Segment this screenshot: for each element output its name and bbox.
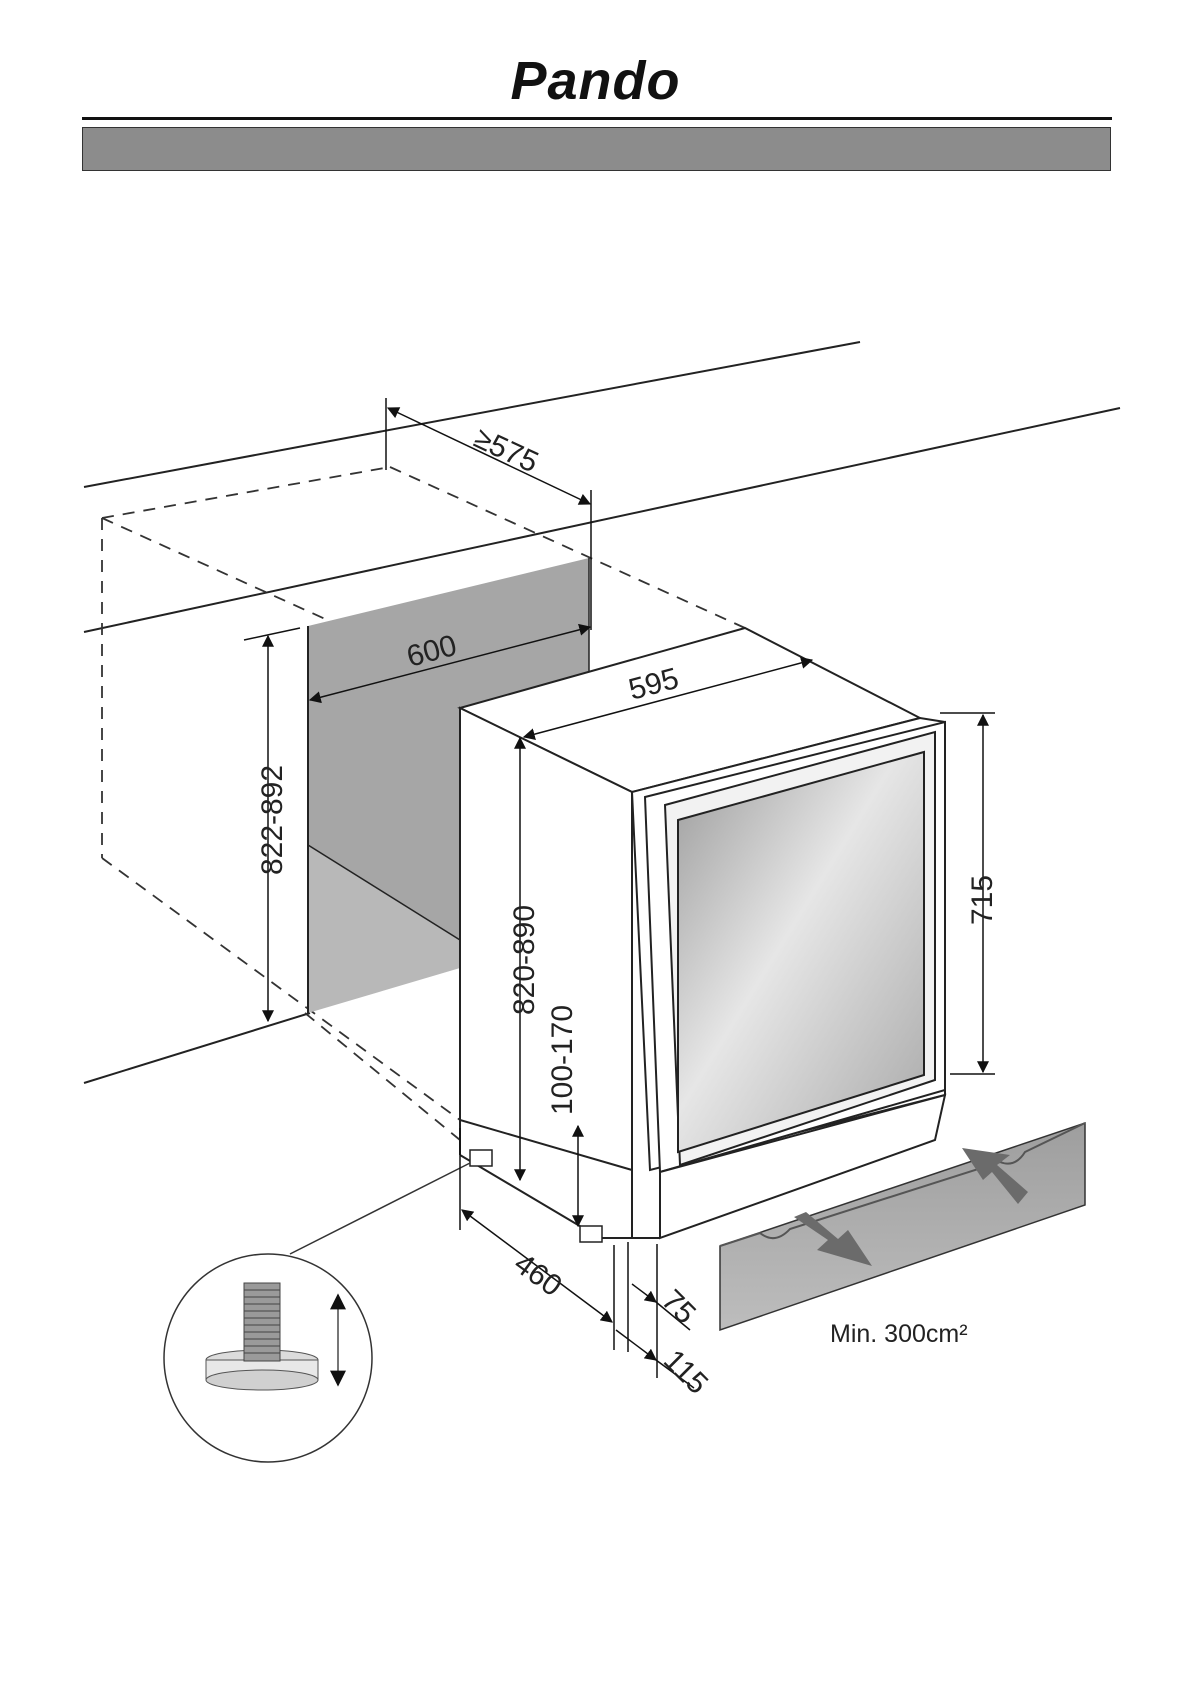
dim-door-height: 715	[966, 875, 999, 925]
dim-door-offset: 115	[657, 1344, 714, 1401]
foot-detail-callout	[163, 1162, 471, 1463]
dim-plinth-setback: 75	[655, 1284, 702, 1331]
dim-unit-depth: 460	[508, 1247, 568, 1303]
header-rule	[82, 117, 1112, 120]
dim-plinth-height: 100-170	[546, 1005, 579, 1115]
dimension-lines	[243, 398, 995, 1389]
ventilation-grille	[719, 1121, 1086, 1332]
ventilation-note: Min. 300cm²	[830, 1320, 968, 1348]
adjustable-feet	[469, 1149, 603, 1243]
section-title-bar	[82, 127, 1111, 171]
dim-niche-depth: ≥575	[469, 421, 543, 479]
dim-niche-height: 822-892	[256, 765, 289, 875]
dim-unit-height: 820-890	[508, 905, 541, 1015]
brand-logo: Pando	[510, 51, 681, 111]
